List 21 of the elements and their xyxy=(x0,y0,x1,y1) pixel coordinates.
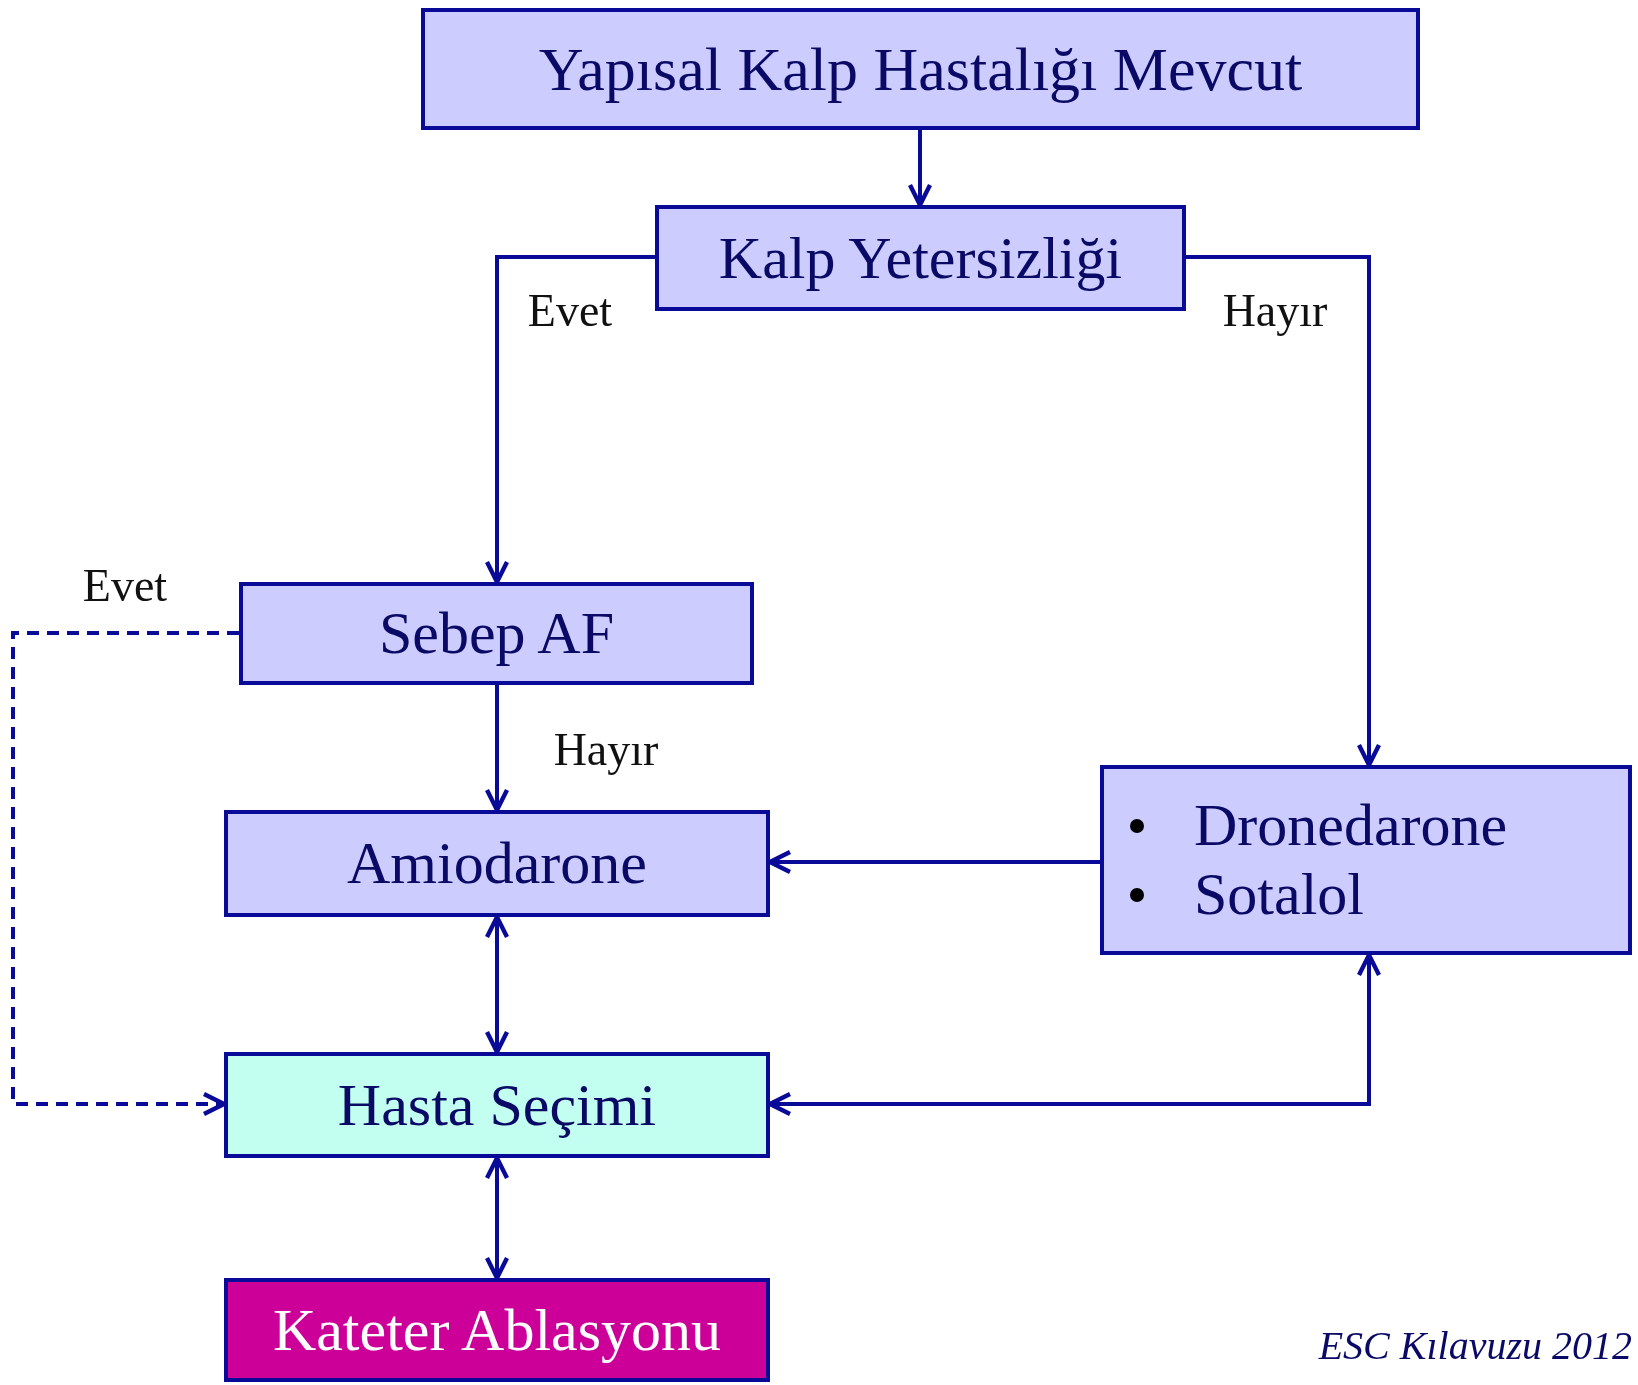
node-label: Kalp Yetersizliği xyxy=(718,223,1123,293)
node-label: Kateter Ablasyonu xyxy=(272,1295,722,1365)
process-box xyxy=(1100,765,1632,955)
process-box xyxy=(224,810,770,917)
process-box xyxy=(655,205,1186,311)
process-box xyxy=(224,1278,770,1382)
node-label: Yapısal Kalp Hastalığı Mevcut xyxy=(538,33,1303,105)
process-box xyxy=(421,8,1420,130)
process-box xyxy=(239,582,754,685)
source-note: ESC Kılavuzu 2012 xyxy=(1318,1322,1632,1369)
arrow xyxy=(484,685,510,813)
arrow xyxy=(907,130,933,208)
node-label: Sebep AF xyxy=(379,599,614,668)
arrow xyxy=(1186,255,1382,768)
process-box xyxy=(224,1052,770,1158)
node-label: Dronedarone xyxy=(1194,791,1508,860)
node-label: Sotalol xyxy=(1194,860,1364,929)
node-label: Hasta Seçimi xyxy=(337,1070,657,1140)
dashed-arrow xyxy=(11,631,239,1117)
arrow xyxy=(484,255,655,585)
node-label: Amiodarone xyxy=(347,829,647,898)
